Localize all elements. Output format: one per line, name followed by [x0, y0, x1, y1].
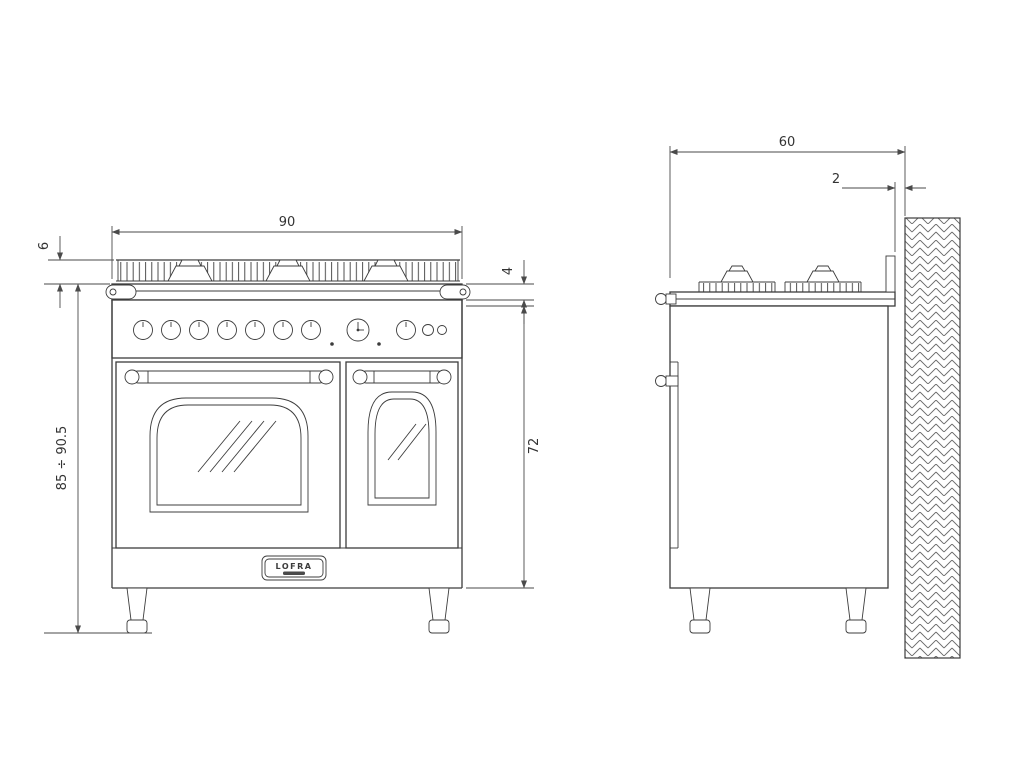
control-knob	[301, 320, 321, 340]
handle-end-knob	[655, 375, 679, 387]
dim-label-overall-height: 85 ÷ 90.5	[55, 426, 70, 491]
control-knob	[161, 320, 181, 340]
leg	[845, 587, 867, 634]
oven-door-right	[345, 361, 459, 549]
dim-label-wall-gap: 2	[832, 172, 840, 187]
body-side	[669, 305, 889, 589]
logo-sub-mark	[283, 571, 305, 575]
leg	[689, 587, 711, 634]
dim-body-height: 72	[466, 305, 542, 589]
burner	[363, 259, 409, 282]
dim-depth: 60	[669, 135, 906, 278]
leg	[126, 587, 148, 634]
dim-label-width: 90	[279, 215, 296, 230]
control-knob	[273, 320, 293, 340]
dim-wall-gap: 2	[832, 172, 926, 252]
indicator-light	[330, 342, 334, 346]
control-panel	[111, 299, 463, 359]
glass-reflection	[387, 423, 427, 461]
glass-reflection	[197, 420, 277, 473]
dim-grate-height: 6	[37, 236, 114, 308]
side-view	[655, 255, 896, 634]
oven-handle	[124, 369, 334, 385]
control-knob	[189, 320, 209, 340]
dim-width: 90	[111, 215, 463, 279]
dim-label-body-height: 72	[527, 438, 542, 455]
oven-handle	[352, 369, 452, 385]
oven-window	[367, 391, 437, 506]
worktop-edge	[105, 283, 471, 301]
dim-label-depth: 60	[779, 135, 796, 150]
brand-logo-text: LOFRA	[276, 562, 313, 571]
burner-profile	[698, 265, 776, 292]
indicator-light	[377, 342, 381, 346]
burner	[265, 259, 311, 282]
ignition-button	[422, 324, 434, 336]
rail-end-cap	[105, 284, 137, 300]
burner	[167, 259, 213, 282]
oven-door-left	[115, 361, 341, 549]
control-knob	[396, 320, 416, 340]
dim-overall-height: 85 ÷ 90.5	[44, 283, 152, 634]
brand-plate: LOFRA	[261, 555, 327, 581]
rail-end-knob	[655, 293, 677, 305]
dim-label-top-edge: 4	[501, 267, 516, 275]
wall-section	[904, 217, 961, 659]
dimensions: 90 6 85 ÷ 90.5 4 72	[37, 135, 926, 634]
light-button	[437, 325, 447, 335]
dim-label-grate-height: 6	[37, 242, 52, 250]
control-knob	[245, 320, 265, 340]
timer-clock	[346, 318, 370, 342]
front-view: LOFRA	[105, 259, 471, 634]
control-knob	[217, 320, 237, 340]
rear-trim	[885, 255, 896, 293]
oven-window	[149, 397, 309, 513]
control-knob	[133, 320, 153, 340]
rail-end-cap	[439, 284, 471, 300]
leg	[428, 587, 450, 634]
burner-profile	[784, 265, 862, 292]
